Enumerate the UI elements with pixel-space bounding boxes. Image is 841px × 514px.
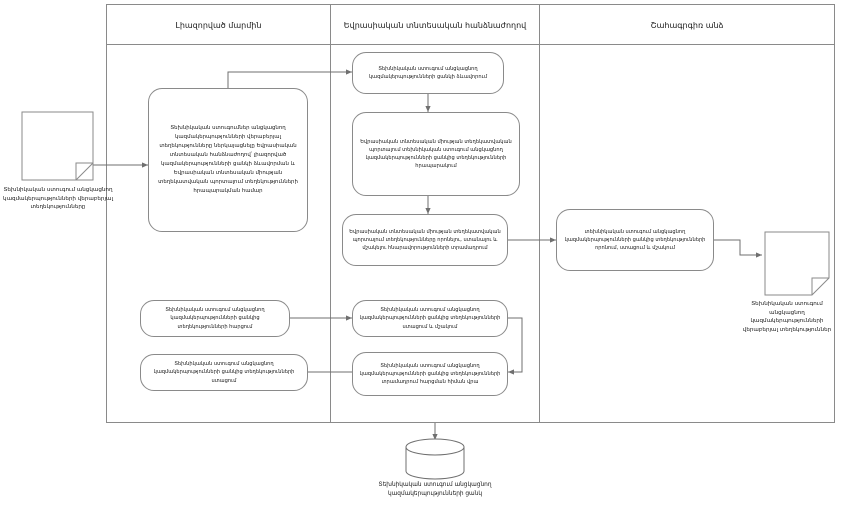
input-document-label: Տեխնիկական ստուգում անցկացնող կազմակերպո… [3,187,113,211]
node-receive-info[interactable]: Տեխնիկական ստուգում անցկացնող կազմակերպո… [140,354,308,391]
node-publish-portal[interactable]: Եվրասիական տնտեսական միության տեղեկատվակ… [352,112,520,196]
node-receive-process[interactable]: Տեխնիկական ստուգում անցկացնող կազմակերպո… [352,300,508,337]
output-document-label: Տեխնիկական ստուգում անցկացնող կազմակերպո… [742,301,832,333]
node-provide-search[interactable]: Եվրասիական տնտեսական միության տեղեկատվակ… [342,214,508,266]
lane-title-eurasian-commission: Եվրասիական տնտեսական հանձնաժողով [343,20,527,30]
node-submit-info[interactable]: Տեխնիկական ստուգումներ անցկացնող կազմակե… [148,88,308,232]
node-search-receive-process[interactable]: տեխնիկական ստուգում անցկացնող կազմակերպո… [556,209,714,271]
lane-title-interested-person: Շահագրգիռ անձ [650,20,724,30]
node-form-list[interactable]: Տեխնիկական ստուգում անցկացնող կազմակերպո… [352,52,504,94]
node-request-info[interactable]: Տեխնիկական ստուգում անցկացնող կազմակերպո… [140,300,290,337]
lane-title-authorized-body: Լիազորված մարմին [175,20,262,30]
node-provide-on-request[interactable]: Տեխնիկական ստուգում անցկացնող կազմակերպո… [352,352,508,396]
datastore-label: Տեխնիկական ստուգում անցկացնող կազմակերպո… [378,482,492,497]
